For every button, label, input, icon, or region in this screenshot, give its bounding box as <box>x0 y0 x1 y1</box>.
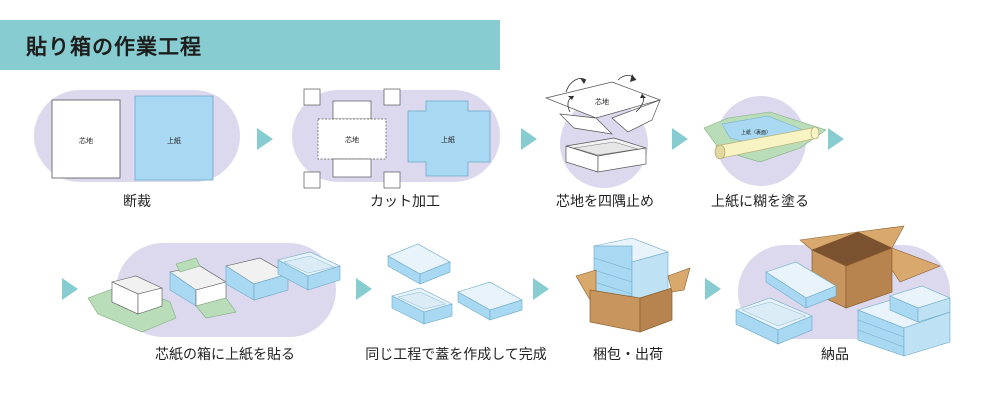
cover-back-label: 上紙（裏面） <box>741 129 771 136</box>
cover-paper <box>134 95 214 181</box>
cover-paper-label: 上紙 <box>441 135 455 144</box>
flow-arrow <box>672 128 688 150</box>
core-board-label: 芯地 <box>595 97 609 106</box>
flow-arrow <box>257 128 273 150</box>
core-board-label: 芯地 <box>79 136 93 145</box>
step-7-label: 梱包・出荷 <box>593 347 663 363</box>
flow-arrow <box>533 278 549 300</box>
page-title: 貼り箱の作業工程 <box>26 35 202 59</box>
flow-arrow <box>356 278 372 300</box>
core-board <box>51 99 121 179</box>
step-4-label: 上紙に糊を塗る <box>711 194 809 210</box>
header-bar: 貼り箱の作業工程 <box>0 20 500 70</box>
flow-arrow <box>521 128 537 150</box>
flow-arrow <box>62 278 78 300</box>
flow-arrow <box>828 128 844 150</box>
step-5-label: 芯紙の箱に上紙を貼る <box>155 347 295 363</box>
step-3-label: 芯地を四隅止め <box>556 194 654 210</box>
core-board-label: 芯地 <box>345 135 359 144</box>
step-6-label: 同じ工程で蓋を作成して完成 <box>365 347 547 363</box>
cover-paper-label: 上紙 <box>167 136 181 145</box>
step-1-label: 断裁 <box>123 194 151 210</box>
step-8-label: 納品 <box>821 347 849 363</box>
step-2-label: カット加工 <box>370 194 440 210</box>
flow-arrow <box>705 278 721 300</box>
